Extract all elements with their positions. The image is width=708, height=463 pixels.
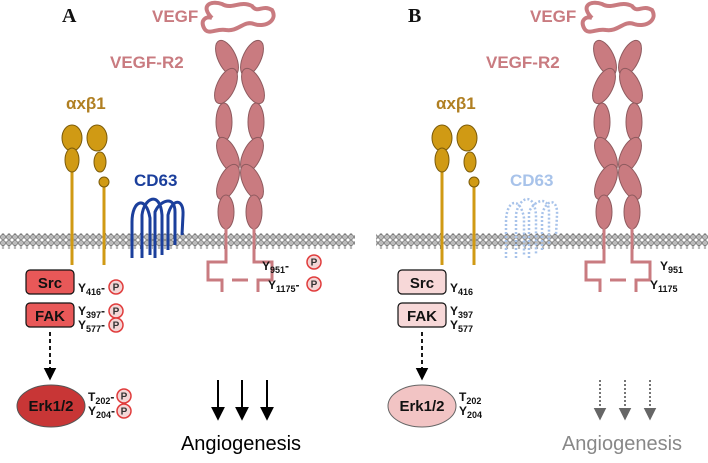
panel-letter-a: A — [62, 5, 77, 27]
panel-a: A VEGF VEGF-R2 — [0, 0, 355, 455]
fak-label: FAK — [35, 308, 65, 325]
panel-b: B VEGF VEGF-R2 — [376, 0, 708, 455]
src-kinase: Src Y416- P — [25, 269, 124, 297]
src-label: Src — [38, 275, 62, 292]
vegf-label: VEGF — [152, 7, 198, 26]
erk-label: Erk1/2 — [399, 398, 444, 415]
site-pos: 1175 — [276, 284, 296, 294]
svg-text:Y416: Y416 — [450, 281, 473, 297]
vegfr2-receptor — [214, 39, 265, 230]
svg-text:P: P — [311, 258, 318, 269]
vegfr2-label: VEGF-R2 — [110, 53, 184, 72]
svg-text:Y1175-: Y1175- — [268, 278, 300, 294]
vegf-label: VEGF — [530, 7, 576, 26]
erk-label: Erk1/2 — [28, 398, 73, 415]
svg-text:P: P — [311, 280, 318, 291]
cd63-tetraspanin — [130, 197, 185, 258]
svg-text:T202: T202 — [459, 390, 481, 406]
erk-kinase: Erk1/2 T202- Y204- P P — [16, 384, 132, 428]
svg-text:P: P — [121, 392, 128, 403]
cell-membrane — [0, 233, 355, 249]
cd63-label: CD63 — [134, 171, 177, 190]
vegfr2-receptor — [592, 39, 643, 230]
fak-kinase: FAK Y397- Y577- P P — [25, 302, 124, 334]
svg-text:P: P — [121, 407, 128, 418]
cd63-label: CD63 — [510, 171, 553, 190]
site-pos: 951 — [270, 265, 285, 275]
outcome-arrows — [211, 380, 274, 421]
svg-text:P: P — [113, 307, 120, 318]
receptor-site-951: Y951- P — [262, 254, 322, 275]
svg-text:Y397-: Y397- — [78, 304, 105, 320]
integrin-label: αxβ1 — [436, 94, 476, 113]
svg-text:Y204: Y204 — [459, 404, 482, 420]
outcome-label: Angiogenesis — [181, 433, 301, 455]
svg-text:T202-: T202- — [88, 390, 114, 406]
phospho-mark: P — [116, 403, 132, 419]
src-label: Src — [410, 275, 434, 292]
svg-text:Y204-: Y204- — [88, 404, 115, 420]
vegfr2-transmembrane — [584, 228, 652, 292]
phospho-mark: P — [108, 303, 124, 319]
integrin — [431, 124, 480, 265]
site-aa: Y — [262, 259, 270, 273]
svg-text:Y951-: Y951- — [262, 259, 289, 275]
receptor-site-1175: Y1175 — [650, 278, 678, 294]
vegfr2-label: VEGF-R2 — [486, 53, 560, 72]
phospho-mark: P — [306, 276, 322, 292]
fak-kinase: FAK Y397 Y577 — [397, 302, 473, 334]
svg-text:P: P — [113, 321, 120, 332]
vegf-ligand — [200, 0, 276, 34]
src-kinase: Src Y416 — [397, 269, 473, 297]
phospho-mark: P — [306, 254, 322, 270]
erk-kinase: Erk1/2 T202 Y204 — [387, 384, 482, 428]
svg-text:Y951: Y951 — [660, 259, 683, 275]
svg-text:Y577-: Y577- — [78, 318, 105, 334]
panel-letter-b: B — [408, 5, 421, 27]
svg-text:Y397: Y397 — [450, 304, 473, 320]
cd63-tetraspanin-faded — [504, 198, 559, 258]
outcome-arrows-dotted — [593, 380, 657, 421]
svg-text:Y1175: Y1175 — [650, 278, 678, 294]
phospho-mark: P — [108, 279, 124, 295]
svg-text:P: P — [113, 283, 120, 294]
fak-label: FAK — [407, 308, 437, 325]
outcome-label: Angiogenesis — [562, 433, 682, 455]
integrin-label: αxβ1 — [66, 94, 106, 113]
vegfr2-transmembrane — [206, 228, 274, 292]
vegf-ligand — [580, 0, 656, 34]
integrin — [61, 124, 110, 265]
svg-text:Y577: Y577 — [450, 318, 473, 334]
receptor-site-1175: Y1175- P — [268, 276, 322, 294]
phospho-mark: P — [108, 317, 124, 333]
site-aa: Y — [268, 278, 276, 292]
receptor-site-951: Y951 — [660, 259, 683, 275]
phospho-mark: P — [116, 388, 132, 404]
svg-text:Y416-: Y416- — [78, 281, 105, 297]
